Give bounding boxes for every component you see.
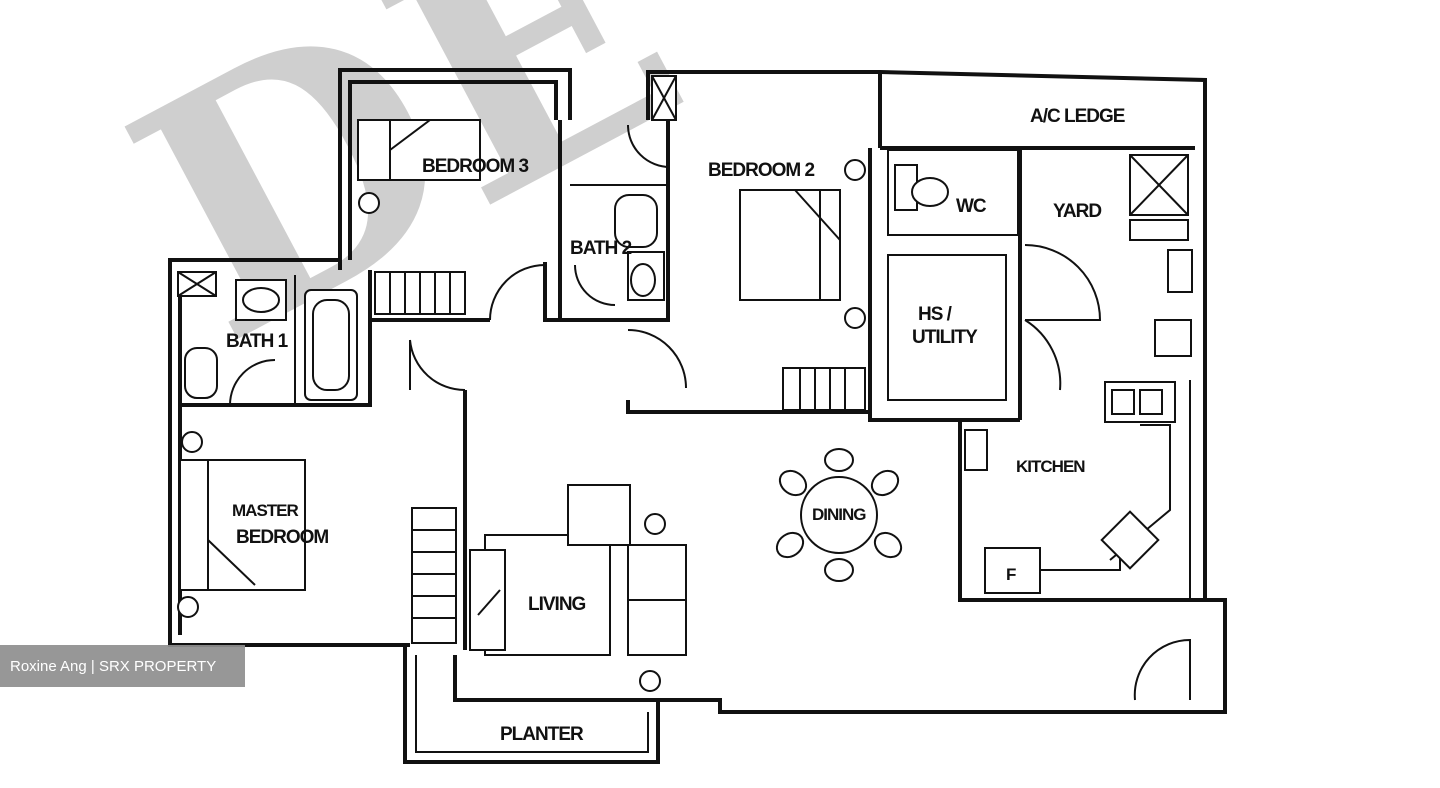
room-label-utility: UTILITY [912,327,978,348]
interior-walls [180,85,1195,650]
room-label-dining: DINING [812,505,866,524]
room-label-hs: HS / [918,304,953,325]
room-label-ac-ledge: A/C LEDGE [1030,106,1125,127]
doors [229,124,1191,701]
fridge-label: F [1006,565,1016,584]
room-label-master: MASTER [232,501,299,520]
room-label-wc: WC [956,196,987,217]
room-label-bedroom-3: BEDROOM 3 [422,156,529,177]
room-label-master-bedroom: BEDROOM [236,527,328,548]
room-label-yard: YARD [1053,201,1101,222]
room-label-living: LIVING [528,594,586,615]
fixtures [177,75,1193,692]
room-label-bedroom-2: BEDROOM 2 [708,160,815,181]
room-labels: A/C LEDGE BEDROOM 3 BEDROOM 2 BATH 2 WC … [226,106,1126,745]
room-label-bath-1: BATH 1 [226,331,289,352]
room-label-kitchen: KITCHEN [1016,457,1085,476]
room-label-bath-2: BATH 2 [570,238,632,259]
credit-watermark: Roxine Ang | SRX PROPERTY [0,645,245,687]
room-label-planter: PLANTER [500,724,584,745]
